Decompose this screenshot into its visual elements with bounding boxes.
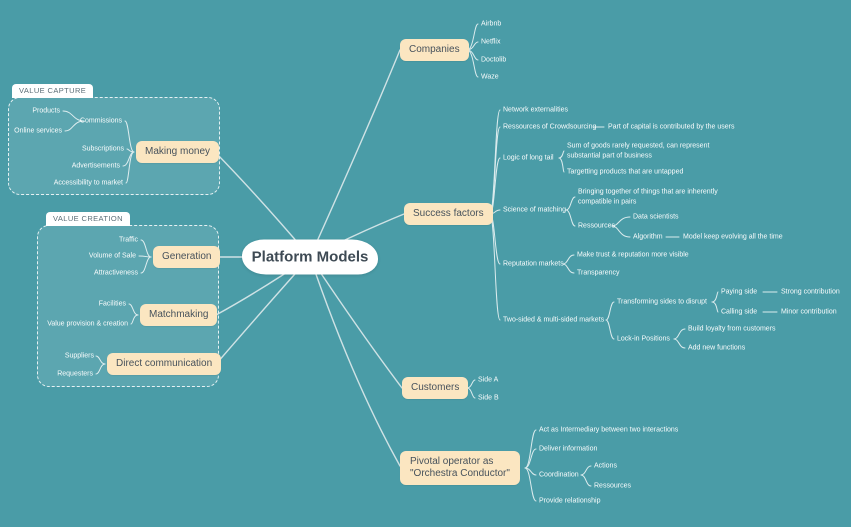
leaf-requesters[interactable]: Requesters	[57, 370, 93, 378]
leaf-matching-ressources[interactable]: Ressources	[578, 222, 615, 230]
node-direct-communication[interactable]: Direct communication	[107, 353, 222, 375]
leaf-online-services[interactable]: Online services	[14, 127, 62, 135]
leaf-logic-of-long-tail[interactable]: Logic of long tail	[503, 154, 554, 162]
leaf-suppliers[interactable]: Suppliers	[64, 352, 94, 360]
leaf-volume-of-sale[interactable]: Volume of Sale	[88, 252, 136, 260]
leaf-airbnb[interactable]: Airbnb	[481, 20, 502, 28]
leaf-facilities[interactable]: Facilities	[98, 300, 126, 308]
leaf-calling-side[interactable]: Calling side	[721, 308, 758, 316]
leaf-algorithm[interactable]: Algorithm	[633, 233, 663, 241]
leaf-data-scientists[interactable]: Data scientists	[633, 213, 679, 221]
leaf-subscriptions[interactable]: Subscriptions	[81, 145, 124, 153]
leaf-ressources-crowdsourcing[interactable]: Ressources of Crowdsourcing	[503, 123, 597, 131]
leaf-commissions[interactable]: Commissions	[79, 117, 122, 125]
leaf-traffic[interactable]: Traffic	[118, 236, 138, 244]
leaf-netflix[interactable]: Netflix	[481, 38, 501, 46]
leaf-transforming-sides[interactable]: Transforming sides to disrupt	[617, 298, 707, 306]
leaf-pivotal-ressources[interactable]: Ressources	[594, 482, 631, 490]
leaf-doctolib[interactable]: Doctolib	[481, 56, 507, 64]
leaf-coordination[interactable]: Coordination	[539, 471, 579, 479]
leaf-deliver-information[interactable]: Deliver information	[539, 445, 598, 453]
node-pivotal-operator[interactable]: Pivotal operator as "Orchestra Conductor…	[400, 451, 520, 485]
leaf-actions[interactable]: Actions	[594, 462, 617, 470]
value-creation-label[interactable]: VALUE CREATION	[46, 212, 130, 226]
node-customers[interactable]: Customers	[402, 377, 469, 399]
leaf-sum-of-goods[interactable]: Sum of goods rarely requested, can repre…	[567, 142, 710, 160]
node-generation[interactable]: Generation	[153, 246, 221, 268]
leaf-waze[interactable]: Waze	[481, 73, 499, 81]
leaf-add-new-functions[interactable]: Add new functions	[688, 344, 746, 352]
leaf-side-a[interactable]: Side A	[478, 376, 499, 384]
node-companies[interactable]: Companies	[400, 39, 469, 61]
leaf-build-loyalty[interactable]: Build loyalty from customers	[688, 325, 776, 333]
central-node-platform-models[interactable]: Platform Models	[242, 239, 378, 275]
leaf-make-trust-visible[interactable]: Make trust & reputation more visible	[577, 251, 689, 259]
leaf-act-as-intermediary[interactable]: Act as Intermediary between two interact…	[539, 426, 679, 434]
leaf-side-b[interactable]: Side B	[478, 394, 499, 402]
node-success-factors[interactable]: Success factors	[404, 203, 493, 225]
value-capture-label[interactable]: VALUE CAPTURE	[12, 84, 94, 98]
leaf-lock-in-positions[interactable]: Lock-in Positions	[617, 335, 670, 343]
node-making-money[interactable]: Making money	[136, 141, 220, 163]
leaf-bringing-together[interactable]: Bringing together of things that are inh…	[578, 188, 718, 206]
node-matchmaking[interactable]: Matchmaking	[140, 304, 218, 326]
leaf-paying-side[interactable]: Paying side	[721, 288, 758, 296]
leaf-targetting-products[interactable]: Targetting products that are untapped	[567, 168, 684, 176]
leaf-network-externalities[interactable]: Network externalities	[503, 106, 568, 114]
leaf-two-sided-markets[interactable]: Two-sided & multi-sided markets	[503, 316, 605, 324]
leaf-attractiveness[interactable]: Attractiveness	[94, 269, 138, 277]
leaf-accessibility-to-market[interactable]: Accessibility to market	[53, 179, 123, 187]
leaf-minor-contribution[interactable]: Minor contribution	[781, 308, 837, 316]
leaf-advertisements[interactable]: Advertisements	[71, 162, 120, 170]
leaf-transparency[interactable]: Transparency	[577, 269, 620, 277]
leaf-part-of-capital[interactable]: Part of capital is contributed by the us…	[608, 123, 735, 131]
leaf-reputation-markets[interactable]: Reputation markets	[503, 260, 564, 268]
leaf-provide-relationship[interactable]: Provide relationship	[539, 497, 601, 505]
leaf-value-provision[interactable]: Value provision & creation	[47, 320, 128, 328]
leaf-products[interactable]: Products	[32, 107, 60, 115]
leaf-model-keep-evolving[interactable]: Model keep evolving all the time	[683, 233, 783, 241]
leaf-strong-contribution[interactable]: Strong contribution	[781, 288, 840, 296]
leaf-science-of-matching[interactable]: Science of matching	[503, 206, 567, 214]
